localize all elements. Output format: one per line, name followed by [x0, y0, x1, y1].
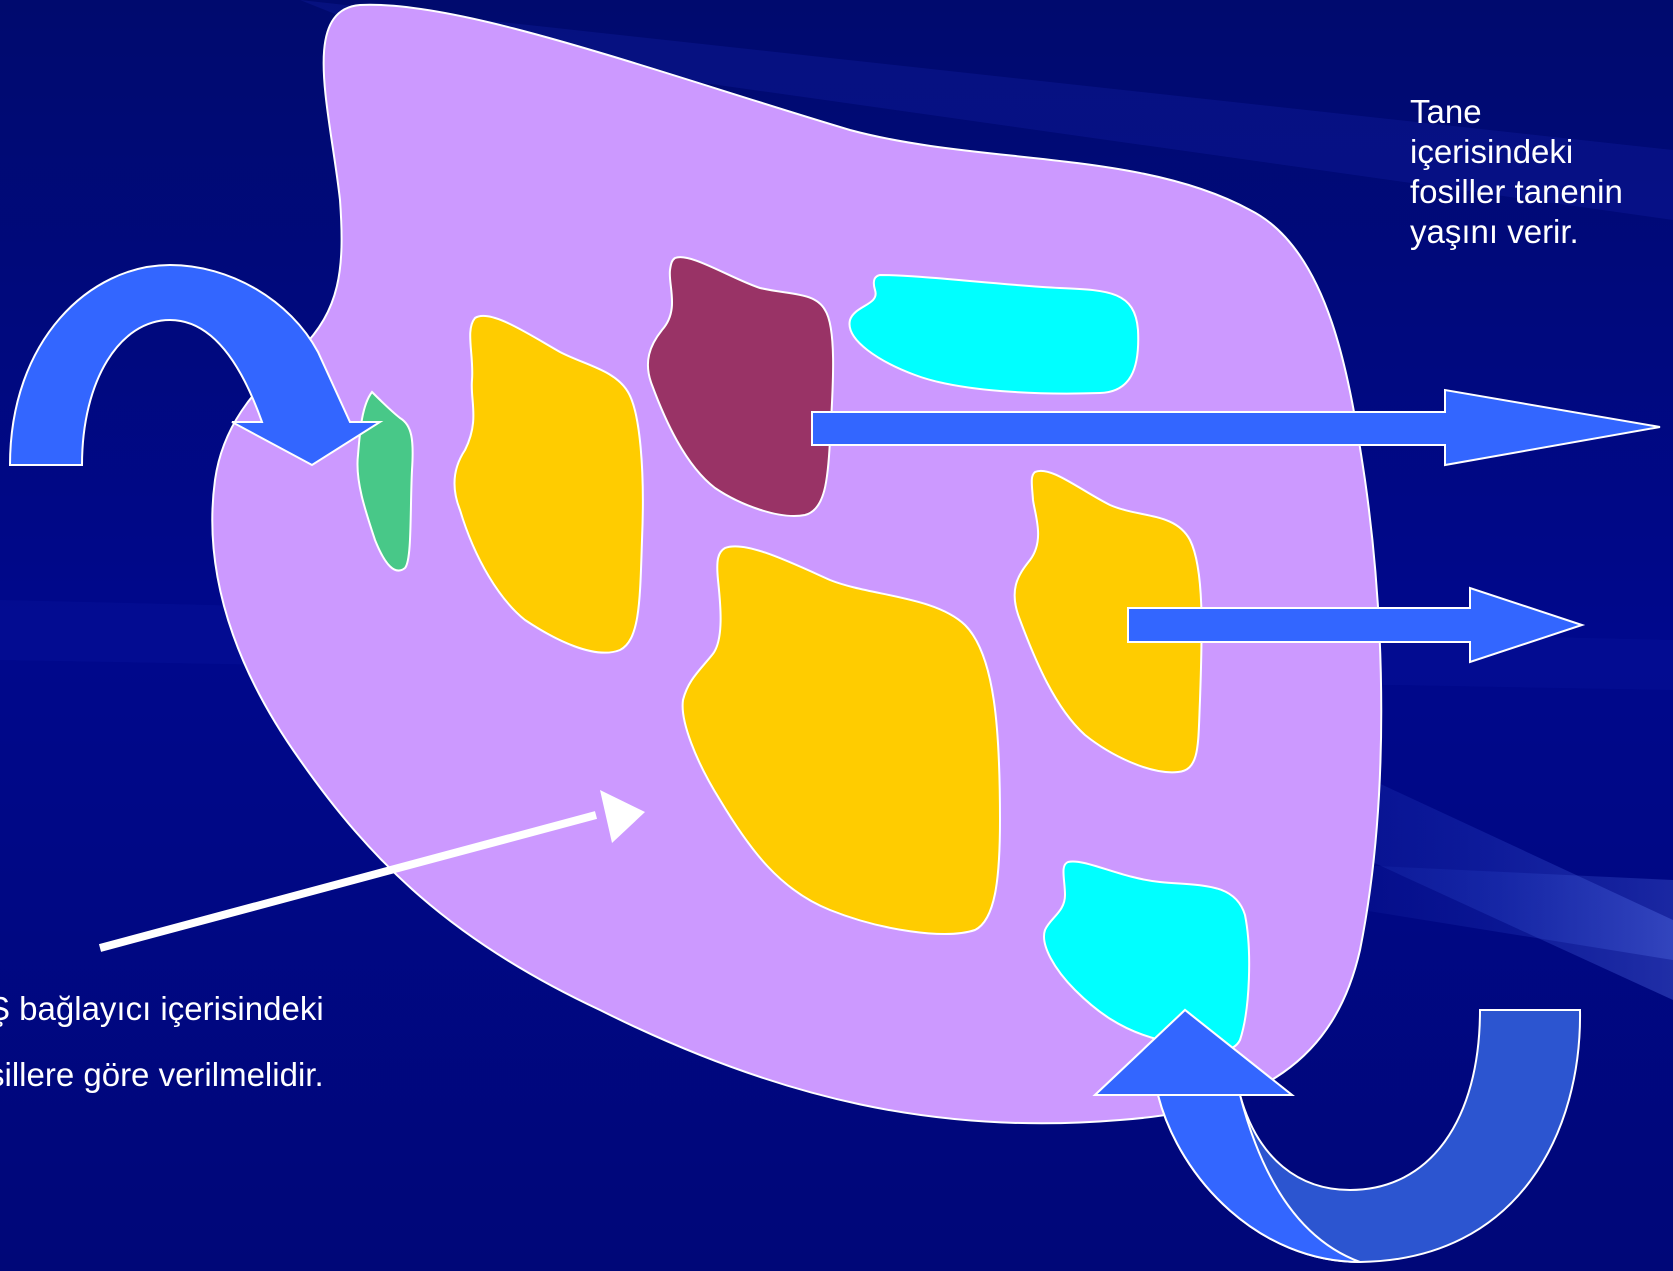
- caption-grain-fossils: Tane içerisindeki fosiller tanenin yaşın…: [1410, 92, 1623, 252]
- caption-grain-line-3: fosiller tanenin: [1410, 172, 1623, 212]
- caption-matrix-line-1: Ş bağlayıcı içerisindeki: [0, 976, 324, 1042]
- curved-arrow-bottom-right: [1095, 1010, 1580, 1262]
- curved-arrow-upper-left: [10, 265, 380, 465]
- caption-grain-line-2: içerisindeki: [1410, 132, 1623, 172]
- caption-matrix-line-2: sillere göre verilmelidir.: [0, 1042, 324, 1108]
- caption-grain-line-1: Tane: [1410, 92, 1623, 132]
- caption-matrix-fossils: Ş bağlayıcı içerisindeki sillere göre ve…: [0, 976, 324, 1108]
- caption-grain-line-4: yaşını verir.: [1410, 212, 1623, 252]
